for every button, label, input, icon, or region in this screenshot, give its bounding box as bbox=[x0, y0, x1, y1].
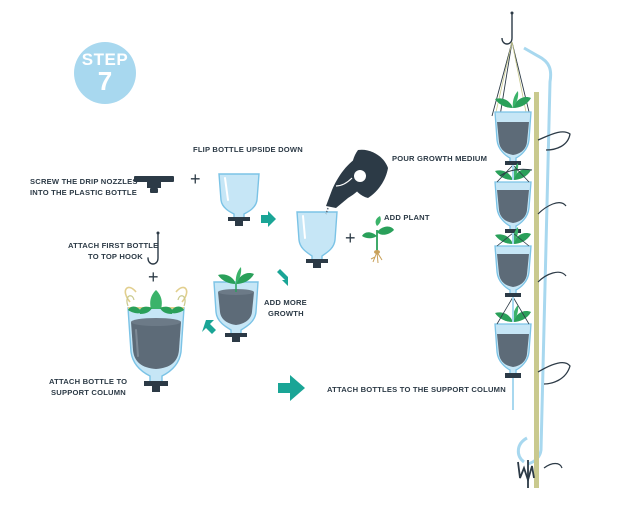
plus-sign-3: + bbox=[148, 267, 159, 287]
support-column-icon bbox=[491, 11, 571, 488]
step-number: 7 bbox=[97, 66, 113, 96]
label-hook-line2: TO TOP HOOK bbox=[88, 252, 143, 261]
label-screw-line1: SCREW THE DRIP NOZZLES bbox=[30, 177, 138, 186]
hanging-bottle-icon bbox=[124, 286, 188, 392]
hook-icon bbox=[147, 231, 160, 265]
label-add-more-line1: ADD MORE bbox=[264, 298, 307, 307]
step-word: STEP bbox=[81, 50, 129, 69]
label-add-plant: ADD PLANT bbox=[384, 213, 430, 222]
label-add-more-line2: GROWTH bbox=[268, 309, 304, 318]
plus-sign-2: + bbox=[345, 228, 356, 248]
label-pour: POUR GROWTH MEDIUM bbox=[392, 154, 488, 163]
hand-pouring-icon bbox=[325, 149, 388, 215]
step-badge: STEP 7 bbox=[74, 42, 136, 104]
bottle-upside-down-icon bbox=[218, 173, 260, 226]
label-hook-line1: ATTACH FIRST BOTTLE bbox=[68, 241, 159, 250]
label-attach-line1: ATTACH BOTTLE TO bbox=[49, 377, 128, 386]
plus-sign-1: + bbox=[190, 169, 201, 189]
bottle-with-plant-icon bbox=[213, 267, 259, 342]
label-screw-line2: INTO THE PLASTIC BOTTLE bbox=[30, 188, 137, 197]
arrow-icon bbox=[202, 211, 305, 401]
drip-nozzle-icon bbox=[134, 176, 174, 193]
label-attach-column: ATTACH BOTTLES TO THE SUPPORT COLUMN bbox=[327, 385, 506, 394]
label-flip: FLIP BOTTLE UPSIDE DOWN bbox=[193, 145, 303, 154]
bottle-filling-icon bbox=[296, 211, 338, 268]
label-attach-line2: SUPPORT COLUMN bbox=[51, 388, 126, 397]
plant-icon bbox=[362, 216, 394, 264]
